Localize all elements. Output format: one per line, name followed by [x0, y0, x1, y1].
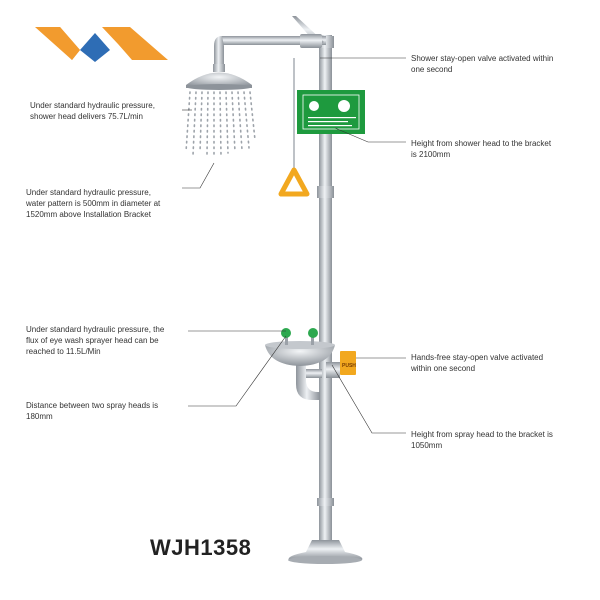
shower-head	[186, 72, 252, 88]
eyewash-nozzle-right	[308, 328, 318, 338]
floor-flange-base	[288, 556, 362, 564]
eyewash-pipe-elbow	[296, 360, 320, 400]
annotation-spray-height: Height from spray head to the bracket is…	[411, 430, 553, 450]
annotation-eyewash-valve: Hands-free stay-open valve activated wit…	[411, 353, 544, 373]
safety-sign	[297, 90, 365, 134]
floor-flange	[288, 540, 363, 560]
leader-shower-height	[334, 127, 406, 143]
annotation-spray-distance: Distance between two spray heads is 180m…	[26, 401, 159, 421]
shower-arm	[222, 36, 326, 45]
logo-center-triangle	[80, 33, 110, 62]
annotation-eyewash-flux: Under standard hydraulic pressure, the f…	[26, 325, 165, 356]
push-valve-body	[326, 362, 340, 378]
shower-head-neck	[213, 64, 225, 72]
push-paddle-label: PUSH	[342, 363, 356, 369]
logo-bottom-left	[52, 27, 80, 60]
leader-spray-height	[331, 364, 406, 434]
pull-handle[interactable]	[278, 167, 310, 197]
eyewash-nozzle-stem-left	[285, 337, 288, 345]
annotation-shower-height: Height from shower head to the bracket i…	[411, 139, 552, 159]
shower-drop	[214, 46, 224, 68]
model-number: WJH1358	[150, 535, 252, 560]
eyewash-arm	[300, 369, 322, 378]
annotation-shower-valve: Shower stay-open valve activated within …	[411, 54, 554, 74]
leader-lines	[182, 57, 406, 434]
pipe-joint-low	[317, 498, 334, 506]
eyewash-bowl-rim	[265, 341, 335, 349]
annotation-shower-flow: Under standard hydraulic pressure, showe…	[30, 101, 155, 121]
shower-head-rim	[186, 84, 252, 90]
logo-right-chevron	[102, 27, 168, 60]
leader-water-pattern	[182, 162, 215, 189]
shower-valve-body	[300, 34, 322, 48]
eyewash-nozzle-left	[281, 328, 291, 338]
shower-spray	[185, 91, 256, 157]
annotation-water-pattern: Under standard hydraulic pressure, water…	[26, 188, 161, 219]
brand-logo	[35, 27, 168, 62]
eyewash-nozzle-stem-right	[311, 337, 314, 345]
main-pipe	[319, 35, 332, 555]
eyewash-bowl[interactable]	[265, 345, 335, 366]
push-paddle[interactable]	[340, 351, 356, 375]
leader-spray-distance	[188, 335, 287, 407]
pipe-joint-mid	[317, 186, 334, 198]
